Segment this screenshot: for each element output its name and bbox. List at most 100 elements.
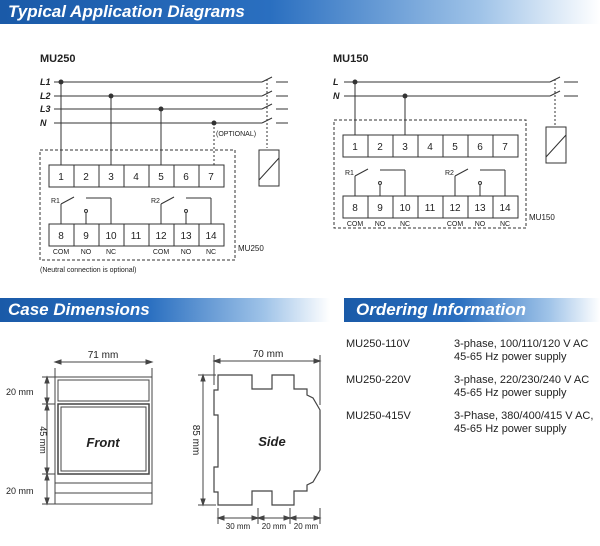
mu250-line-label: L1 <box>40 77 51 87</box>
mu150-terminal: 8 <box>352 203 358 214</box>
mu150-box <box>333 119 527 229</box>
front-mid-label: 45 mm <box>38 426 48 454</box>
mu250-box-label: MU250 <box>238 244 264 253</box>
mu250-contact-label: COM <box>53 249 70 256</box>
mu250-optional-label: (OPTIONAL) <box>216 131 256 138</box>
mu150-contact-label: NC <box>400 221 410 228</box>
mu150-contactor <box>545 76 578 164</box>
mu250-terminal: 2 <box>83 172 89 183</box>
mu150-contact-label: NO <box>475 221 486 228</box>
mu150-relay-contacts <box>354 168 506 196</box>
mu250-contactor <box>258 76 288 187</box>
mu250-terminal: 3 <box>108 172 114 183</box>
mu150-contact-labels: COM NO NC COM NO NC <box>347 221 510 228</box>
mu150-terminal: 7 <box>502 142 508 153</box>
mu150-terminal: 4 <box>427 142 433 153</box>
mu250-note: (Neutral connection is optional) <box>40 267 137 274</box>
mu150-terminal: 5 <box>452 142 458 153</box>
mu150-box-label: MU150 <box>529 213 555 222</box>
case-side-drawing <box>213 374 321 506</box>
mu250-terminal-numbers: 1 2 3 4 5 6 7 8 9 10 11 12 13 14 <box>58 172 217 242</box>
order-model: MU250-110V <box>346 338 410 350</box>
mu250-contact-labels: COM NO NC COM NO NC <box>53 249 216 256</box>
mu250-terminal: 7 <box>208 172 214 183</box>
mu250-contact-label: COM <box>153 249 170 256</box>
mu250-terminal: 14 <box>205 231 217 242</box>
mu150-terminal: 2 <box>377 142 383 153</box>
section-title-case: Case Dimensions <box>8 300 150 319</box>
mu150-bottom-terminals <box>342 195 519 219</box>
mu150-title: MU150 <box>333 53 368 65</box>
mu250-line-label: L3 <box>40 104 51 114</box>
order-desc-line2: 45-65 Hz power supply <box>454 387 567 399</box>
mu150-line-label: L <box>333 77 339 87</box>
mu150-top-terminals <box>342 134 519 158</box>
section-banner-typical: Typical Application Diagrams <box>0 0 600 24</box>
mu150-relay-label: R1 <box>345 170 354 177</box>
section-title-ordering: Ordering Information <box>356 300 526 319</box>
section-title-typical: Typical Application Diagrams <box>8 2 245 21</box>
order-desc-line1: 3-phase, 100/110/120 V AC <box>454 338 589 350</box>
mu250-terminal: 11 <box>131 231 142 242</box>
mu250-line-label: L2 <box>40 91 51 101</box>
section-banner-case: Case Dimensions <box>0 298 330 322</box>
mu150-terminal: 12 <box>449 203 461 214</box>
side-width-label: 70 mm <box>253 349 284 360</box>
order-desc-line2: 45-65 Hz power supply <box>454 351 567 363</box>
mu150-terminal: 3 <box>402 142 408 153</box>
mu250-diagram: MU250 L1 L2 L3 N (OPTIONAL) <box>39 53 288 274</box>
mu250-terminal: 13 <box>180 231 192 242</box>
mu250-terminal: 8 <box>58 231 64 242</box>
order-model: MU250-415V <box>346 410 411 422</box>
order-desc-line1: 3-phase, 220/230/240 V AC <box>454 374 590 386</box>
mu150-terminal: 6 <box>477 142 483 153</box>
mu150-terminal: 1 <box>352 142 358 153</box>
mu250-terminal: 10 <box>105 231 117 242</box>
mu150-terminal: 14 <box>499 203 511 214</box>
side-label: Side <box>258 434 285 449</box>
mu250-terminal: 4 <box>133 172 139 183</box>
order-model: MU250-220V <box>346 374 411 386</box>
front-bottom-label: 20 mm <box>6 486 34 496</box>
mu150-diagram: MU150 L N R1 R2 <box>333 53 578 229</box>
mu250-contact-label: NO <box>81 249 92 256</box>
mu150-contact-label: COM <box>347 221 364 228</box>
mu250-title: MU250 <box>40 53 75 65</box>
mu150-terminal: 10 <box>399 203 411 214</box>
mu250-contact-label: NC <box>206 249 216 256</box>
mu250-terminal: 9 <box>83 231 89 242</box>
mu150-terminal: 9 <box>377 203 383 214</box>
side-bottom-label-2: 20 mm <box>262 522 287 531</box>
mu150-terminal-numbers: 1 2 3 4 5 6 7 8 9 10 11 12 13 14 <box>352 142 511 214</box>
mu250-contact-label: NC <box>106 249 116 256</box>
mu150-contact-label: NO <box>375 221 386 228</box>
side-bottom-label-1: 30 mm <box>226 522 251 531</box>
mu250-relay-contacts <box>60 196 212 224</box>
mu250-top-terminals <box>48 164 225 188</box>
mu150-relay-label: R2 <box>445 170 454 177</box>
mu150-contact-label: NC <box>500 221 510 228</box>
mu250-bottom-terminals <box>48 223 225 247</box>
mu250-relay-label: R1 <box>51 198 60 205</box>
side-height-label: 85 mm <box>190 425 201 456</box>
mu250-relay-label: R2 <box>151 198 160 205</box>
case-front-drawing <box>42 359 154 506</box>
side-bottom-label-3: 20 mm <box>294 522 319 531</box>
mu250-line-label: N <box>40 118 47 128</box>
front-label: Front <box>86 435 120 450</box>
section-banner-ordering: Ordering Information <box>344 298 600 322</box>
mu250-terminal: 6 <box>183 172 189 183</box>
mu150-contact-label: COM <box>447 221 464 228</box>
mu250-terminal: 1 <box>58 172 64 183</box>
mu150-terminal: 13 <box>474 203 486 214</box>
mu250-terminal: 5 <box>158 172 164 183</box>
mu250-box <box>39 149 236 261</box>
mu150-line-label: N <box>333 91 340 101</box>
order-desc-line2: 45-65 Hz power supply <box>454 423 567 435</box>
mu250-contact-label: NO <box>181 249 192 256</box>
front-width-label: 71 mm <box>88 350 119 361</box>
mu150-terminal: 11 <box>425 203 436 214</box>
mu250-terminal: 12 <box>155 231 167 242</box>
front-top-label: 20 mm <box>6 387 34 397</box>
